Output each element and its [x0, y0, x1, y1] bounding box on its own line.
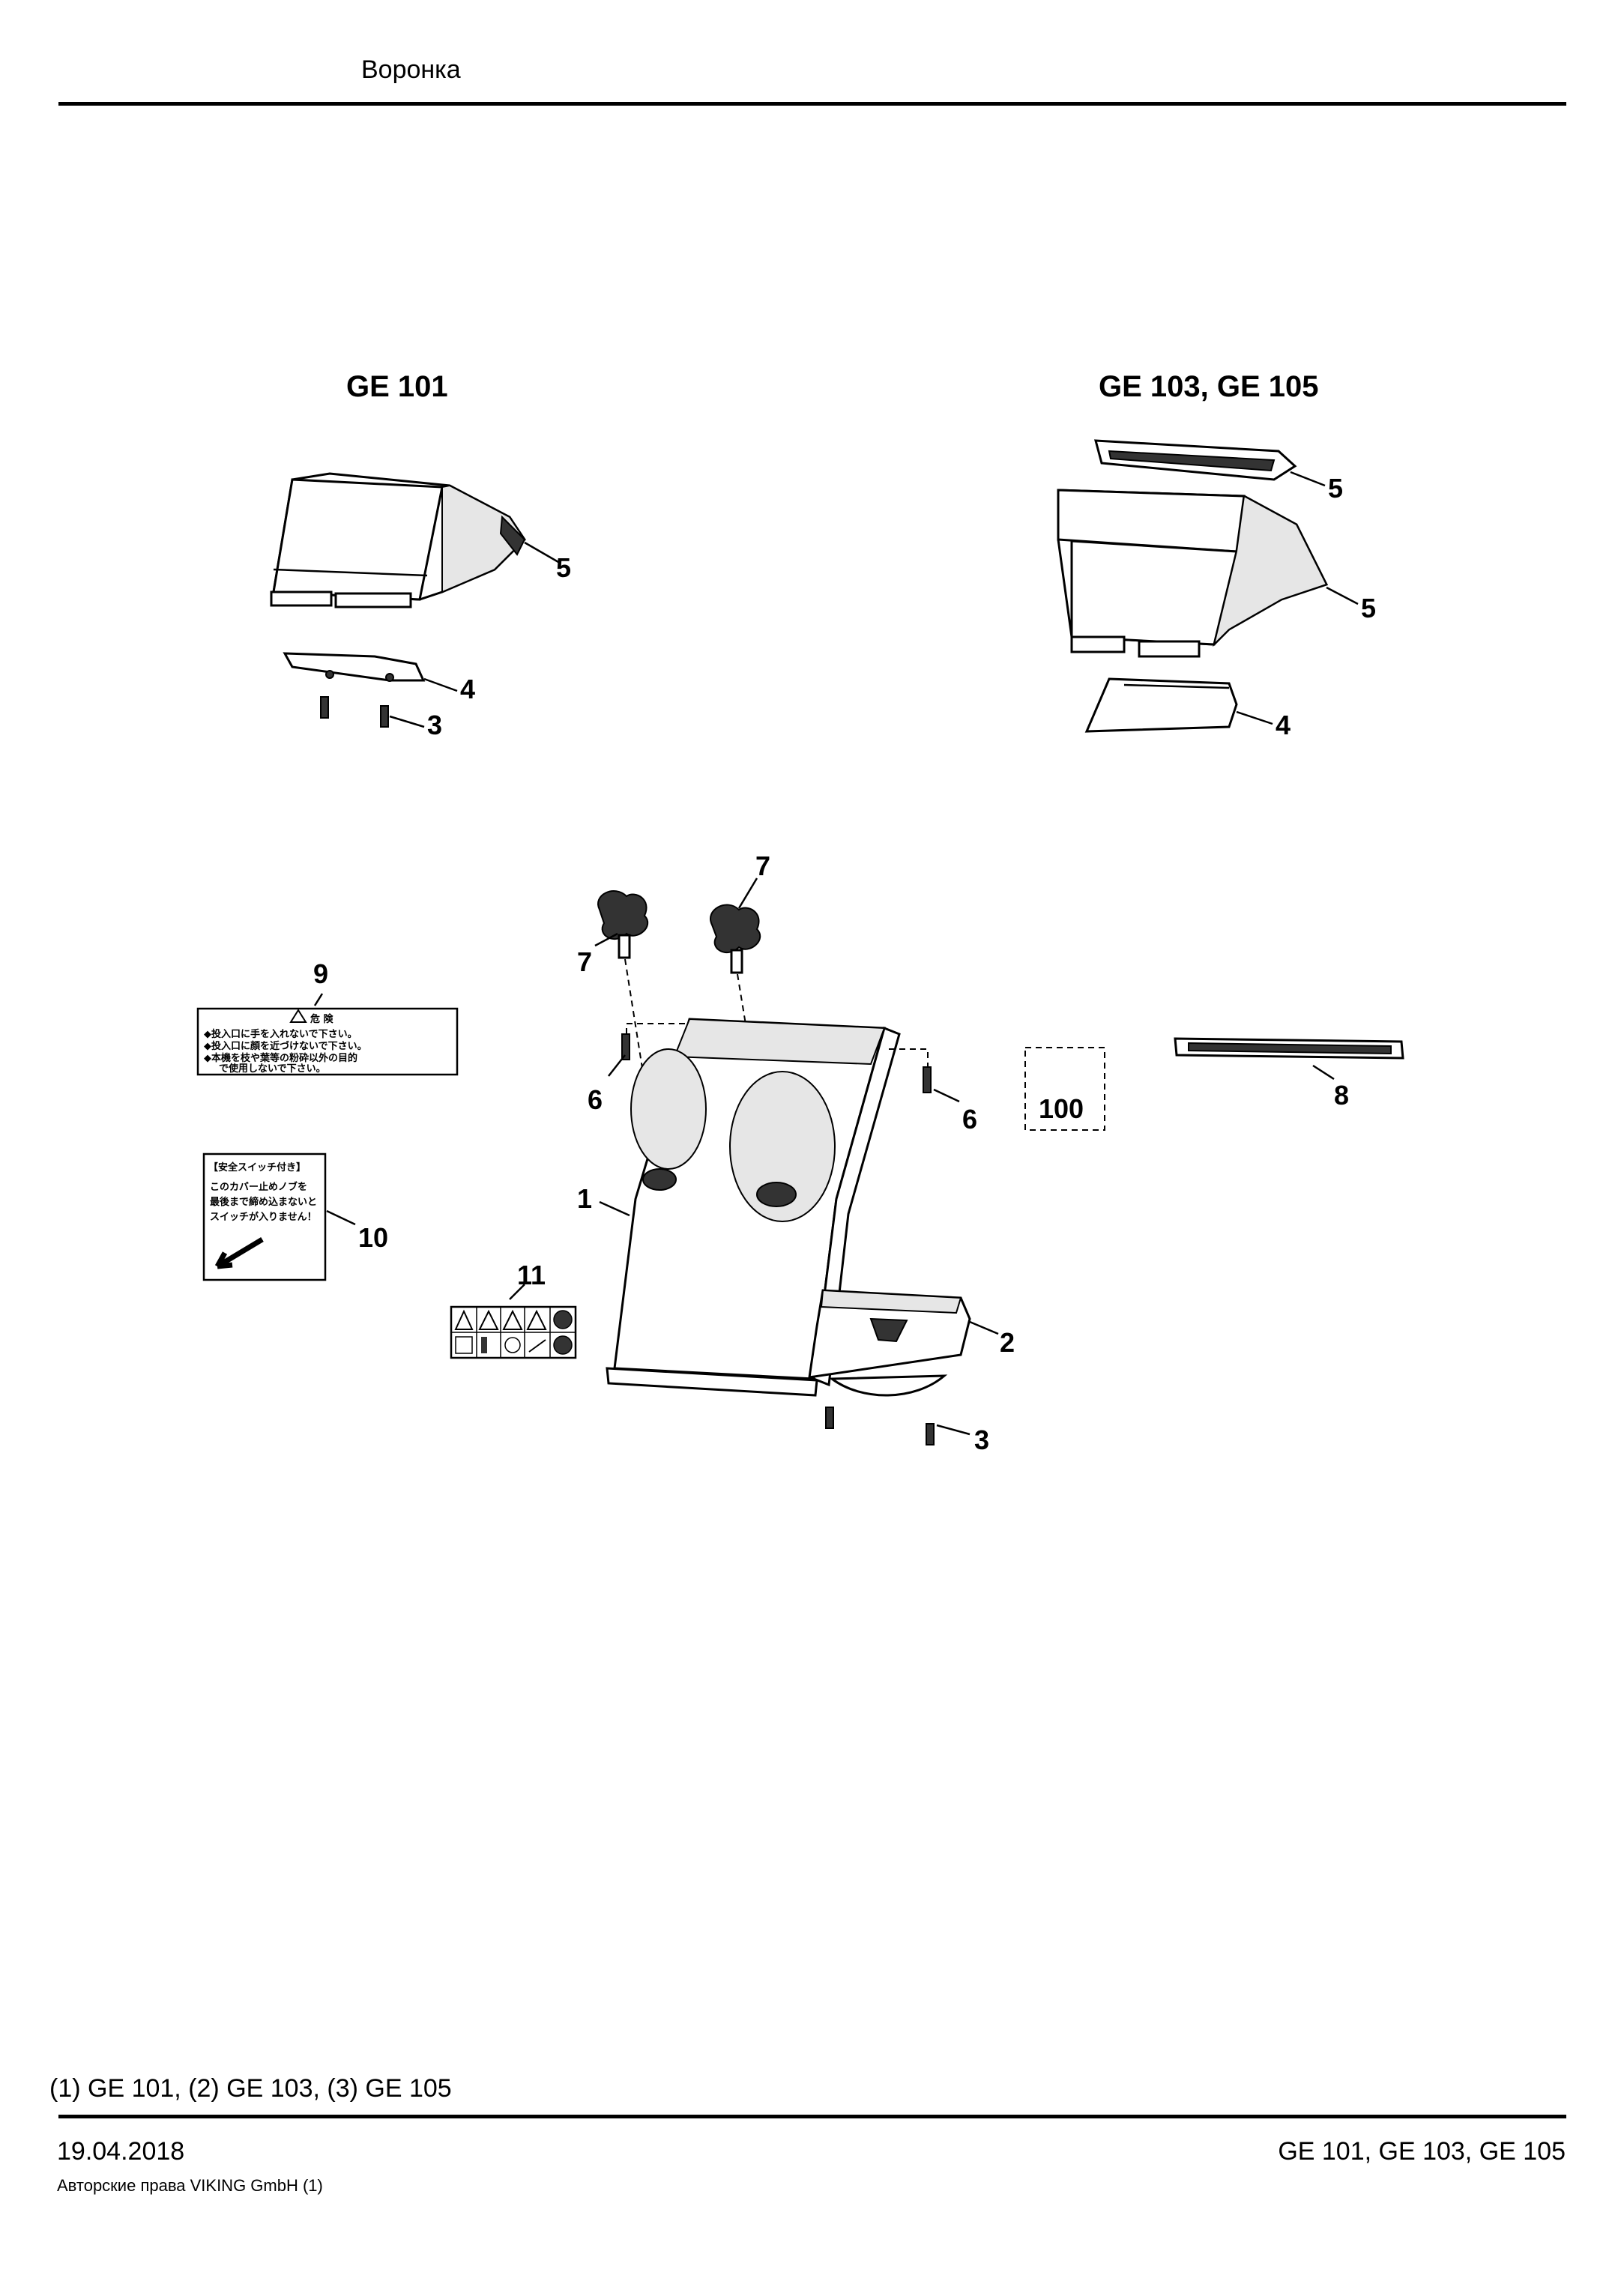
- distance-icon: [481, 1337, 487, 1353]
- ge101-deflector-strip: [283, 652, 426, 682]
- ear-protection-icon: [553, 1310, 573, 1329]
- callout-4-ge101: 4: [460, 674, 475, 704]
- ge103-hopper-cover: [1057, 489, 1329, 658]
- callout-5-ge101: 5: [556, 552, 571, 583]
- callout-3-main: 3: [974, 1425, 989, 1455]
- warning-triangle-icon: [526, 1309, 547, 1330]
- ge103-top-grille: [1094, 439, 1297, 481]
- callout-1: 1: [577, 1183, 592, 1214]
- callout-11: 11: [517, 1260, 546, 1290]
- danger-title: 危 険: [310, 1013, 334, 1025]
- callout-5-ge103-grille: 5: [1328, 473, 1343, 504]
- manual-book-icon: [455, 1336, 473, 1354]
- group-label-ge101: GE 101: [346, 370, 448, 403]
- switch-title: 【安全スイッチ付き】: [208, 1161, 306, 1173]
- footer-models: GE 101, GE 103, GE 105: [1278, 2137, 1566, 2166]
- callout-3-ge101: 3: [427, 710, 442, 740]
- ge101-screws: [320, 696, 389, 728]
- callout-9: 9: [313, 958, 328, 989]
- seal-strip: [1174, 1037, 1404, 1060]
- flap-screws: [825, 1407, 935, 1445]
- callout-5-ge103-cover: 5: [1361, 593, 1376, 623]
- danger-line-1: ◆投入口に手を入れないで下さい。: [204, 1028, 357, 1040]
- screw-left: [621, 1033, 630, 1060]
- footer-date: 19.04.2018: [57, 2137, 185, 2166]
- danger-line-2: ◆投入口に顔を近づけないで下さい。: [204, 1040, 367, 1052]
- page-title: Воронка: [361, 55, 461, 84]
- callout-100: 100: [1039, 1093, 1084, 1124]
- callout-2: 2: [1000, 1327, 1015, 1358]
- callout-4-ge103: 4: [1276, 710, 1291, 740]
- switch-line-2: 最後まで締め込まないと: [210, 1196, 317, 1208]
- gloves-icon: [553, 1335, 573, 1355]
- callout-6-left: 6: [588, 1084, 603, 1115]
- screw-right: [923, 1066, 932, 1093]
- group-label-ge103-ge105: GE 103, GE 105: [1099, 370, 1319, 403]
- optional-kit-box: [1024, 1047, 1105, 1131]
- switch-line-1: このカバー止めノブを: [210, 1181, 307, 1193]
- warning-triangle-icon: [289, 1009, 307, 1023]
- warning-triangle-icon: [454, 1309, 474, 1330]
- danger-line-4: で使用しないで下さい。: [219, 1063, 326, 1075]
- callout-10: 10: [358, 1222, 388, 1253]
- footer-copyright: Авторские права VIKING GmbH (1): [57, 2176, 323, 2195]
- arrow-down-left-icon: [214, 1236, 264, 1269]
- flying-debris-icon: [528, 1339, 546, 1353]
- callout-6-right: 6: [962, 1104, 977, 1135]
- safety-pictogram-label: [450, 1305, 577, 1359]
- hand-hazard-icon: [504, 1337, 521, 1353]
- knob-left: [597, 890, 649, 959]
- warning-triangle-icon: [502, 1309, 523, 1330]
- danger-warning-label: 危 険 ◆投入口に手を入れないで下さい。 ◆投入口に顔を近づけないで下さい。 ◆…: [196, 1007, 459, 1076]
- callout-8: 8: [1334, 1080, 1349, 1111]
- danger-line-3: ◆本機を枝や葉等の粉砕以外の目的: [204, 1052, 357, 1064]
- header-rule: [58, 102, 1566, 106]
- model-variants-legend: (1) GE 101, (2) GE 103, (3) GE 105: [49, 2074, 452, 2103]
- ge103-deflector-plate: [1084, 677, 1238, 733]
- hopper-body: [606, 1018, 901, 1397]
- callout-7-right: 7: [755, 851, 770, 881]
- callout-7-left: 7: [577, 946, 592, 977]
- ge101-hopper-cover: [270, 472, 526, 608]
- safety-switch-label: 【安全スイッチ付き】 このカバー止めノブを 最後まで締め込まないと スイッチが入…: [202, 1152, 327, 1281]
- knob-right: [710, 904, 761, 974]
- switch-line-3: スイッチが入りません！: [210, 1211, 317, 1223]
- warning-triangle-icon: [478, 1309, 499, 1330]
- chute-flap: [808, 1289, 971, 1397]
- footer-rule: [58, 2115, 1566, 2118]
